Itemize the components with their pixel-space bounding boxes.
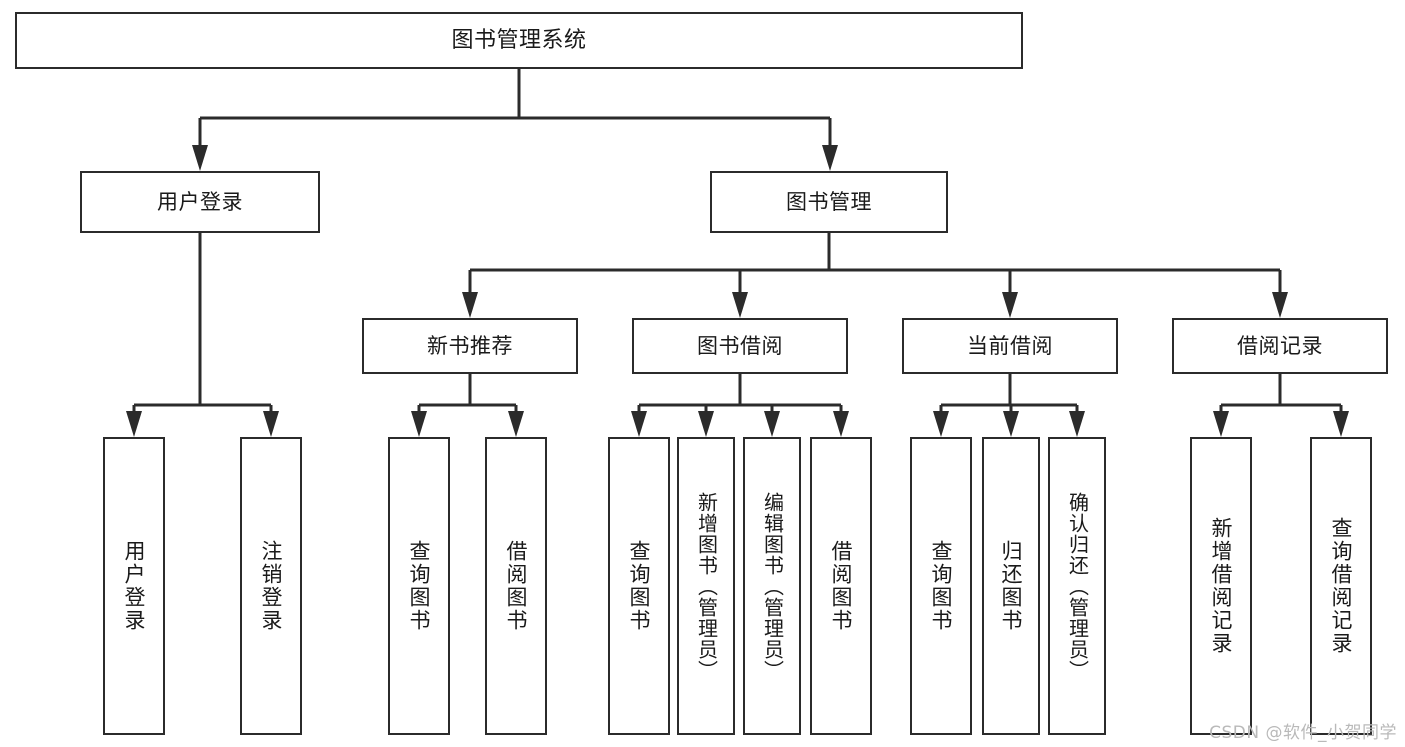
node-user-login[interactable]: 用户登录	[80, 171, 320, 233]
node-leaf-borrow-book-1[interactable]: 借阅图书	[485, 437, 547, 735]
node-book-borrow-label: 图书借阅	[697, 333, 783, 358]
node-borrow-record-label: 借阅记录	[1237, 333, 1323, 358]
node-leaf-add-borrow-record[interactable]: 新增借阅记录	[1190, 437, 1252, 735]
node-borrow-record[interactable]: 借阅记录	[1172, 318, 1388, 374]
node-leaf-confirm-return-admin-label: 确认归还（管理员）	[1065, 491, 1090, 681]
node-leaf-query-book-3-label: 查询图书	[929, 540, 954, 632]
node-leaf-logout-login-label: 注销登录	[259, 540, 284, 632]
node-leaf-return-book-label: 归还图书	[999, 540, 1024, 632]
node-root[interactable]: 图书管理系统	[15, 12, 1023, 69]
node-leaf-add-borrow-record-label: 新增借阅记录	[1209, 517, 1234, 655]
node-user-login-label: 用户登录	[157, 189, 243, 214]
node-leaf-borrow-book-1-label: 借阅图书	[504, 540, 529, 632]
node-leaf-return-book[interactable]: 归还图书	[982, 437, 1040, 735]
node-leaf-confirm-return-admin[interactable]: 确认归还（管理员）	[1048, 437, 1106, 735]
node-leaf-user-login[interactable]: 用户登录	[103, 437, 165, 735]
node-leaf-query-borrow-record-label: 查询借阅记录	[1329, 517, 1354, 655]
node-current-borrow-label: 当前借阅	[967, 333, 1053, 358]
node-leaf-user-login-label: 用户登录	[122, 540, 147, 632]
node-leaf-logout-login[interactable]: 注销登录	[240, 437, 302, 735]
node-new-book-recommend[interactable]: 新书推荐	[362, 318, 578, 374]
node-leaf-borrow-book-2[interactable]: 借阅图书	[810, 437, 872, 735]
node-leaf-edit-book-admin[interactable]: 编辑图书（管理员）	[743, 437, 801, 735]
node-root-label: 图书管理系统	[451, 27, 587, 53]
node-book-manage-label: 图书管理	[786, 189, 872, 214]
node-book-borrow[interactable]: 图书借阅	[632, 318, 848, 374]
node-leaf-query-borrow-record[interactable]: 查询借阅记录	[1310, 437, 1372, 735]
node-new-book-recommend-label: 新书推荐	[427, 333, 513, 358]
node-leaf-query-book-1-label: 查询图书	[407, 540, 432, 632]
node-current-borrow[interactable]: 当前借阅	[902, 318, 1118, 374]
node-leaf-add-book-admin[interactable]: 新增图书（管理员）	[677, 437, 735, 735]
node-leaf-query-book-1[interactable]: 查询图书	[388, 437, 450, 735]
node-leaf-query-book-2[interactable]: 查询图书	[608, 437, 670, 735]
watermark: CSDN @软件_小贺同学	[1209, 723, 1397, 743]
node-leaf-add-book-admin-label: 新增图书（管理员）	[694, 491, 719, 681]
node-book-manage[interactable]: 图书管理	[710, 171, 948, 233]
node-leaf-edit-book-admin-label: 编辑图书（管理员）	[760, 491, 785, 681]
node-leaf-query-book-2-label: 查询图书	[627, 540, 652, 632]
node-leaf-query-book-3[interactable]: 查询图书	[910, 437, 972, 735]
node-leaf-borrow-book-2-label: 借阅图书	[829, 540, 854, 632]
